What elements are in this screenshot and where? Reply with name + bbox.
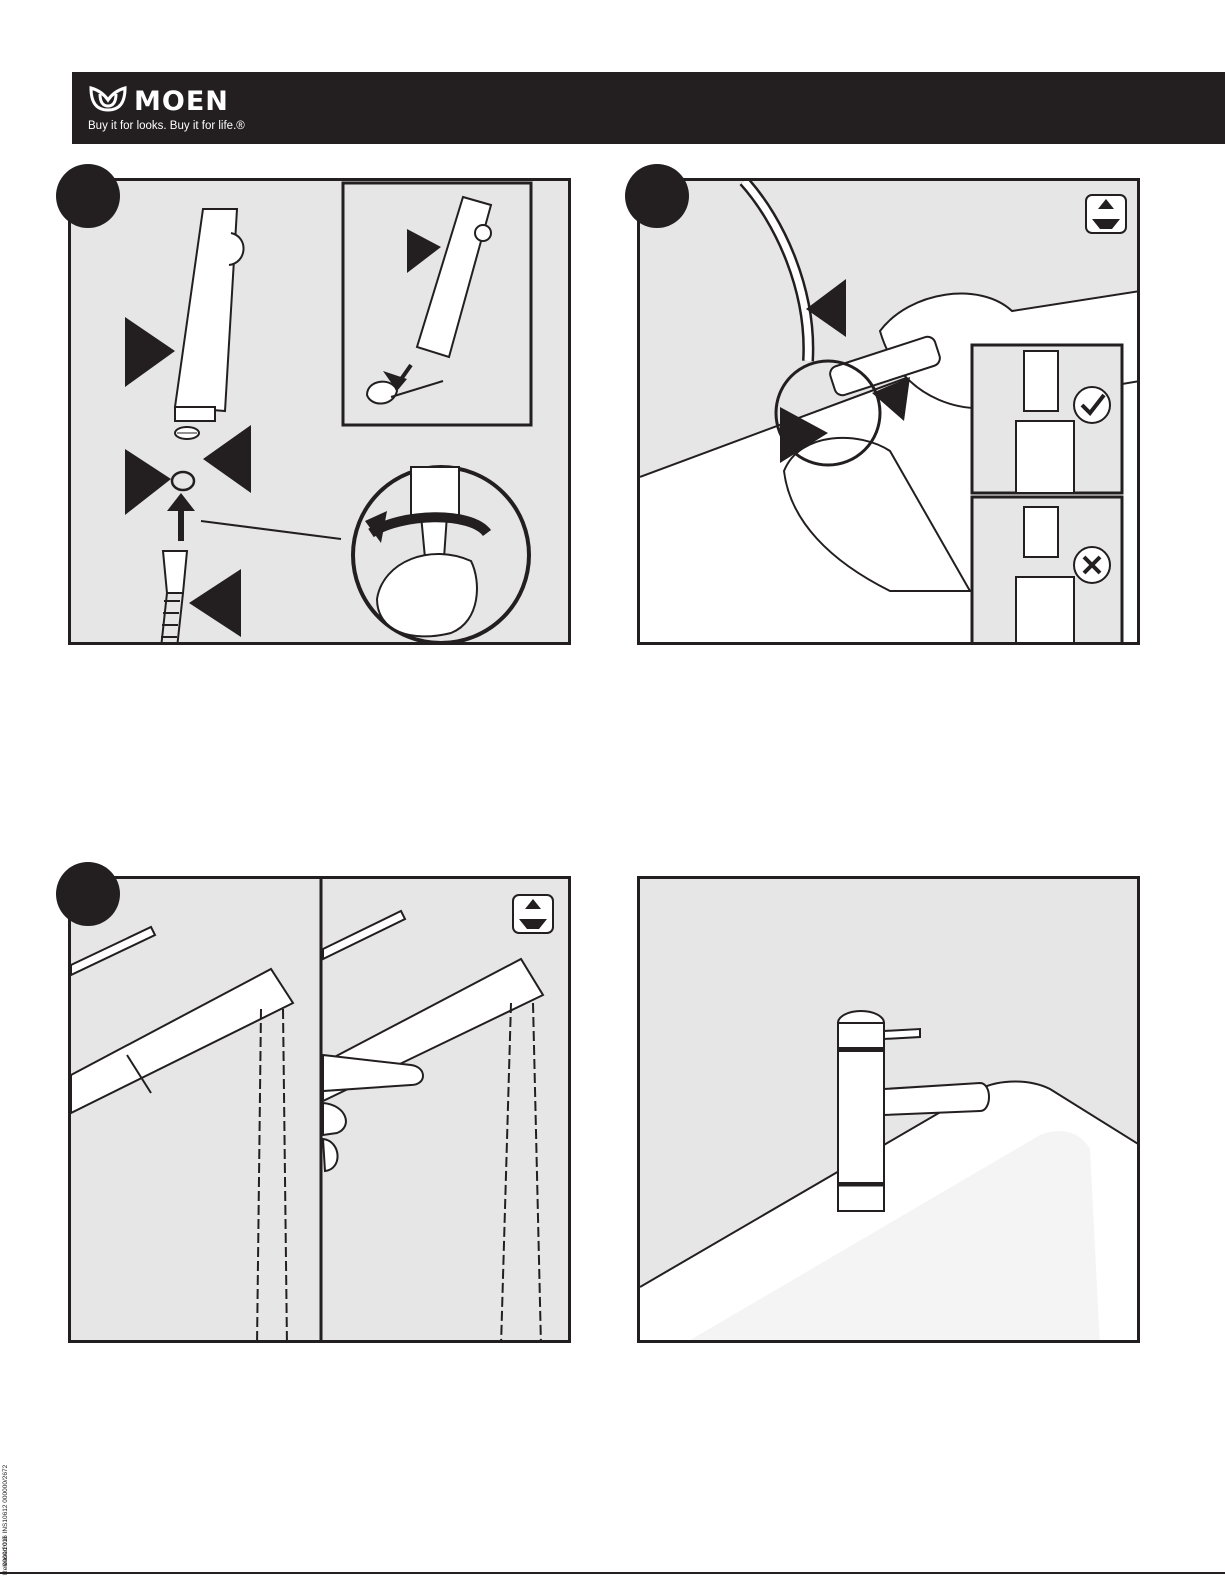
hose-icon <box>161 551 187 645</box>
panel-4 <box>637 876 1140 1343</box>
brand-name: MOEN <box>134 86 229 117</box>
pointer-arrow-icon <box>125 317 175 387</box>
document-code: 0000/2016 INS10612 000000/2672 Released … <box>2 1470 32 1566</box>
cap-removal-detail-icon <box>343 183 531 425</box>
sink-basin-icon <box>640 1082 1140 1344</box>
spray-wand-icon <box>175 209 244 421</box>
hand-tighten-detail-icon <box>353 467 529 643</box>
brand-tagline: Buy it for looks. Buy it for life.® <box>88 120 245 132</box>
hose-wrench-illustration <box>640 181 1140 645</box>
water-pressure-badge-icon <box>1086 195 1126 233</box>
spray-flush-illustration <box>71 879 571 1343</box>
pointer-arrow-icon <box>189 569 241 637</box>
brand-header: MOEN Buy it for looks. Buy it for life.® <box>72 72 1225 144</box>
document-code-line-2: Released 0.0 <box>2 1479 10 1575</box>
finger-press-icon <box>323 1055 423 1171</box>
spray-wand-install-illustration <box>71 181 571 645</box>
incorrect-x-icon <box>972 497 1122 645</box>
o-ring-icon <box>172 472 194 490</box>
water-stream-icon <box>501 1003 541 1343</box>
correct-check-icon <box>972 345 1122 493</box>
water-stream-icon <box>257 1009 287 1343</box>
water-pressure-badge-icon <box>513 895 553 933</box>
pointer-arrow-icon <box>125 449 171 515</box>
panel-1 <box>68 178 571 645</box>
finished-faucet-illustration <box>640 879 1140 1343</box>
bottom-rule <box>0 1572 1225 1574</box>
pointer-arrow-icon <box>203 425 251 493</box>
step-marker-2 <box>625 164 689 228</box>
step-marker-1 <box>56 164 120 228</box>
panel-2 <box>637 178 1140 645</box>
step-marker-3 <box>56 862 120 926</box>
panel-3 <box>68 876 571 1343</box>
moen-logo-icon <box>88 84 128 114</box>
